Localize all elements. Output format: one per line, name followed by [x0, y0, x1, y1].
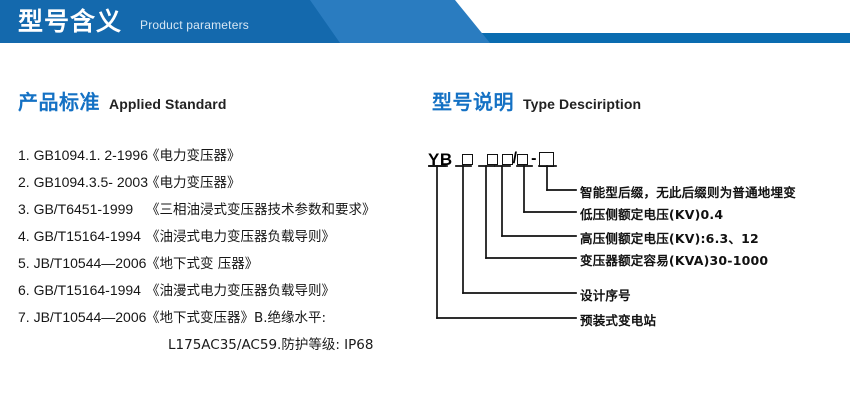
- type-code-prefix: YB: [428, 149, 453, 169]
- list-item: 3. GB/T6451-1999 《三相油浸式变压器技术参数和要求》: [18, 198, 438, 225]
- label-hv-rated-voltage: 高压侧额定电压(KV):6.3、12: [580, 231, 759, 246]
- standard-code: 7. JB/T10544—2006: [18, 309, 147, 325]
- label-design-serial: 设计序号: [580, 288, 631, 303]
- standard-name: 《电力变压器》: [146, 148, 241, 164]
- list-item: 6. GB/T15164-1994 《油漫式电力变压器负载导则》: [18, 279, 438, 306]
- standard-code: 6. GB/T15164-1994: [18, 282, 141, 298]
- code-slot-lv-voltage: [517, 153, 529, 165]
- code-slot-smart-suffix: [539, 151, 555, 167]
- standard-code: 2. GB1094.3.5- 2003: [18, 174, 148, 190]
- standard-code: 1. GB1094.1. 2-1996: [18, 147, 148, 163]
- code-separator-slash: /: [512, 150, 518, 167]
- standard-name: 《油漫式电力变压器负载导则》: [146, 283, 335, 299]
- list-item: 5. JB/T10544—2006 《地下式变 压器》: [18, 252, 438, 279]
- type-description-heading-cn: 型号说明: [432, 90, 514, 114]
- standard-name: 《电力变压器》: [146, 175, 241, 191]
- label-prefab-substation: 预装式变电站: [580, 313, 657, 328]
- label-rated-capacity: 变压器额定容易(KVA)30-1000: [580, 253, 769, 268]
- list-item-continuation: L175AC35/AC59.防护等级: IP68: [18, 333, 438, 360]
- applied-standard-heading: 产品标准 Applied Standard: [18, 86, 227, 115]
- standard-name: 《地下式变压器》B.绝缘水平:: [146, 310, 327, 326]
- type-description-heading-en: Type Desciription: [523, 96, 642, 112]
- insulation-level-detail: L175AC35/AC59.防护等级: IP68: [168, 337, 374, 353]
- label-lv-rated-voltage: 低压侧额定电压(KV)0.4: [580, 207, 724, 222]
- applied-standard-list: 1. GB1094.1. 2-1996 《电力变压器》 2. GB1094.3.…: [18, 144, 438, 360]
- standard-code: 5. JB/T10544—2006: [18, 255, 147, 271]
- banner-title-en: Product parameters: [140, 18, 249, 32]
- list-item: 4. GB/T15164-1994 《油浸式电力变压器负载导则》: [18, 225, 438, 252]
- standard-code: 3. GB/T6451-1999: [18, 201, 134, 217]
- list-item: 7. JB/T10544—2006 《地下式变压器》B.绝缘水平:: [18, 306, 438, 333]
- list-item: 1. GB1094.1. 2-1996 《电力变压器》: [18, 144, 438, 171]
- code-separator-dash: -: [531, 150, 537, 167]
- type-description-heading: 型号说明 Type Desciription: [432, 86, 641, 115]
- applied-standard-heading-cn: 产品标准: [18, 90, 100, 114]
- applied-standard-heading-en: Applied Standard: [109, 96, 227, 112]
- list-item: 2. GB1094.3.5- 2003 《电力变压器》: [18, 171, 438, 198]
- code-slot-design-serial: [461, 153, 473, 165]
- standard-name: 《油浸式电力变压器负载导则》: [146, 229, 335, 245]
- standard-code: 4. GB/T15164-1994: [18, 228, 141, 244]
- banner-main-panel: [0, 0, 340, 43]
- standard-name: 《地下式变 压器》: [146, 256, 259, 272]
- type-code-diagram: YB / -: [428, 148, 848, 348]
- standard-name: 《三相油浸式变压器技术参数和要求》: [146, 202, 376, 218]
- code-slot-capacity: [486, 153, 498, 165]
- page-banner: 型号含义 Product parameters: [0, 0, 850, 47]
- banner-title-cn: 型号含义: [18, 7, 123, 36]
- type-code-string: YB / -: [428, 148, 555, 170]
- label-smart-suffix: 智能型后缀，无此后缀则为普通地埋变: [580, 185, 796, 200]
- code-slot-hv-voltage: [501, 153, 513, 165]
